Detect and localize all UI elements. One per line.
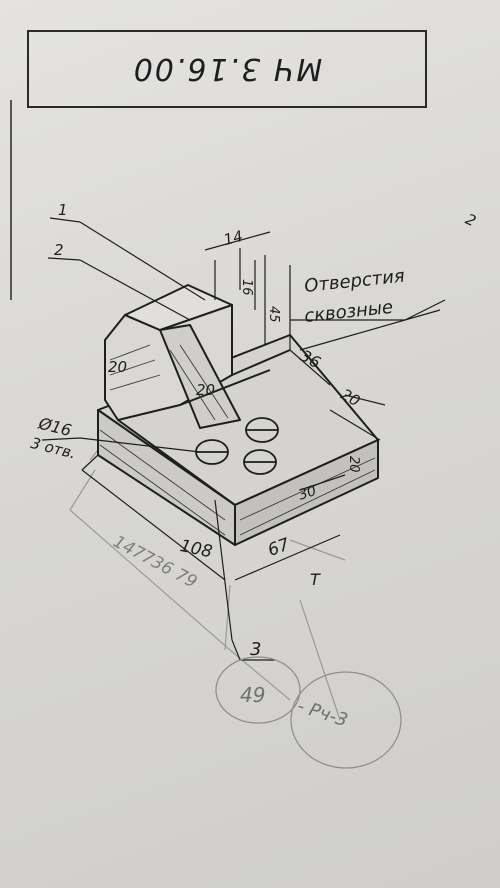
dim-108: 108 — [178, 536, 214, 562]
dim-20-rib-side: 20 — [108, 358, 127, 376]
dim-45: 45 — [266, 306, 281, 323]
callout-1: 1 — [58, 201, 68, 219]
pencil-grade: 49 — [240, 683, 265, 707]
title-block: МЧ 3.16.00 — [27, 30, 427, 108]
dim-14: 14 — [222, 227, 245, 249]
pencil-marks — [215, 656, 402, 769]
dim-30: 30 — [296, 483, 318, 504]
callout-3: 3 — [250, 639, 261, 660]
corner-mark: 2 — [463, 210, 479, 230]
t-mark: T — [310, 570, 321, 589]
note-line-2: сквозные — [303, 297, 394, 327]
callout-2: 2 — [54, 241, 64, 259]
note-line-1: Отверстия — [303, 266, 405, 297]
dimension-lines — [41, 217, 446, 661]
dim-16: 16 — [239, 279, 254, 296]
sheet-border-line — [10, 100, 12, 300]
dim-20-height: 20 — [346, 456, 361, 473]
dim-20-rib-front: 20 — [196, 381, 215, 399]
part-outline — [97, 284, 379, 546]
pencil-task: - Pч-3 — [295, 696, 351, 732]
pencil-construction-lines — [69, 409, 346, 721]
hatching — [99, 344, 376, 536]
